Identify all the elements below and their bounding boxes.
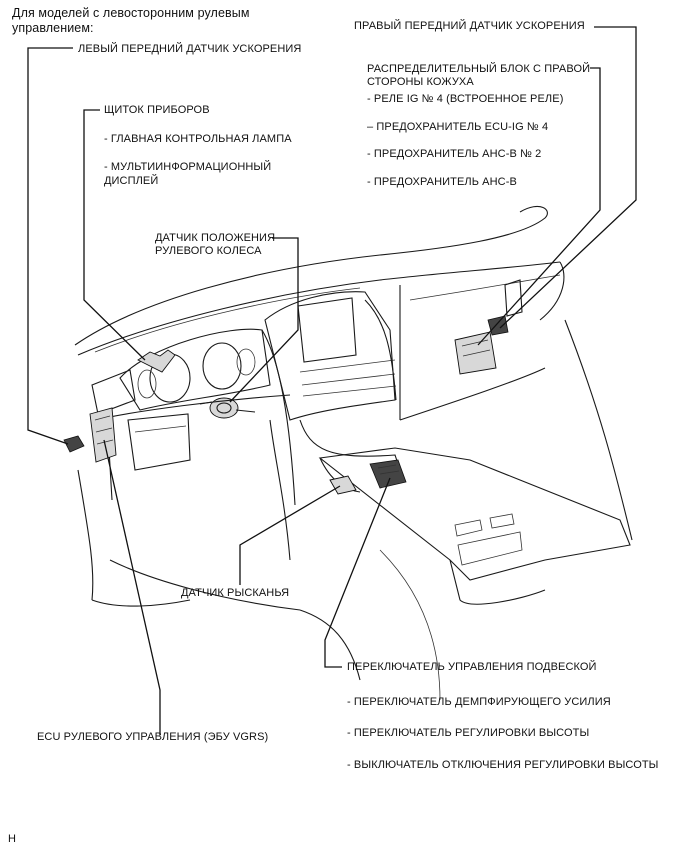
label-cluster-item-1: - ГЛАВНАЯ КОНТРОЛЬНАЯ ЛАМПА [104,133,292,145]
dash-top-edge [77,261,561,356]
label-junction-item-4: - ПРЕДОХРАНИТЕЛЬ AHC-B [367,176,517,188]
cluster-hood [119,328,271,411]
steering-angle-sensor [209,397,239,419]
right-vent [504,279,523,317]
label-cluster-item-2b: ДИСПЛЕЙ [104,175,159,187]
label-steering-ecu: ECU РУЛЕВОГО УПРАВЛЕНИЯ (ЭБУ VGRS) [37,731,269,743]
label-cluster-item-2: - МУЛЬТИИНФОРМАЦИОННЫЙ [104,161,272,173]
leader-left-accel [27,47,73,445]
right-front-acceleration-sensor [487,315,509,336]
yaw-rate-sensor [329,475,357,495]
label-right-front-accel-sensor: ПРАВЫЙ ПЕРЕДНИЙ ДАТЧИК УСКОРЕНИЯ [354,20,585,32]
label-suspension-item-2: - ПЕРЕКЛЮЧАТЕЛЬ РЕГУЛИРОВКИ ВЫСОТЫ [347,727,590,739]
center-stack [264,291,396,421]
combination-meter [137,349,176,373]
label-combination-meter: ЩИТОК ПРИБОРОВ [104,104,210,116]
label-steering-angle-sensor-1: ДАТЧИК ПОЛОЖЕНИЯ [155,232,276,244]
lhd-note-line2: управлением: [12,21,94,35]
windshield-outline [74,205,548,346]
label-junction-item-3: - ПРЕДОХРАНИТЕЛЬ AHC-B № 2 [367,148,542,160]
label-left-front-accel-sensor: ЛЕВЫЙ ПЕРЕДНИЙ ДАТЧИК УСКОРЕНИЯ [78,43,302,55]
label-suspension-item-3: - ВЫКЛЮЧАТЕЛЬ ОТКЛЮЧЕНИЯ РЕГУЛИРОВКИ ВЫС… [347,759,659,771]
center-console [318,447,631,581]
navigation-display [297,297,357,363]
label-steering-angle-sensor-2: РУЛЕВОГО КОЛЕСА [155,245,262,257]
leader-suspension [324,477,391,668]
label-junction-block-1: РАСПРЕДЕЛИТЕЛЬНЫЙ БЛОК С ПРАВОЙ [367,63,591,75]
left-front-acceleration-sensor [63,435,85,453]
leader-yaw [239,485,341,585]
leader-right-accel [499,26,637,329]
lhd-note-line1: Для моделей с левосторонним рулевым [12,6,250,20]
leader-cluster [83,109,146,361]
label-suspension-switch: ПЕРЕКЛЮЧАТЕЛЬ УПРАВЛЕНИЯ ПОДВЕСКОЙ [347,661,597,673]
label-junction-block-2: СТОРОНЫ КОЖУХА [367,76,474,88]
leader-steering-ecu [103,439,161,735]
steering-ecu-vgrs [89,407,117,463]
label-suspension-item-1: - ПЕРЕКЛЮЧАТЕЛЬ ДЕМПФИРУЮЩЕГО УСИЛИЯ [347,696,611,708]
label-junction-item-1: - РЕЛЕ IG № 4 (ВСТРОЕННОЕ РЕЛЕ) [367,93,564,105]
leader-junction-block [477,67,601,346]
label-yaw-rate-sensor: ДАТЧИК РЫСКАНЬЯ [181,587,290,599]
suspension-control-switch [369,459,407,489]
label-junction-item-2: – ПРЕДОХРАНИТЕЛЬ ECU-IG № 4 [367,121,549,133]
footer-code: H [8,833,17,845]
leader-steering-sensor [229,237,299,403]
